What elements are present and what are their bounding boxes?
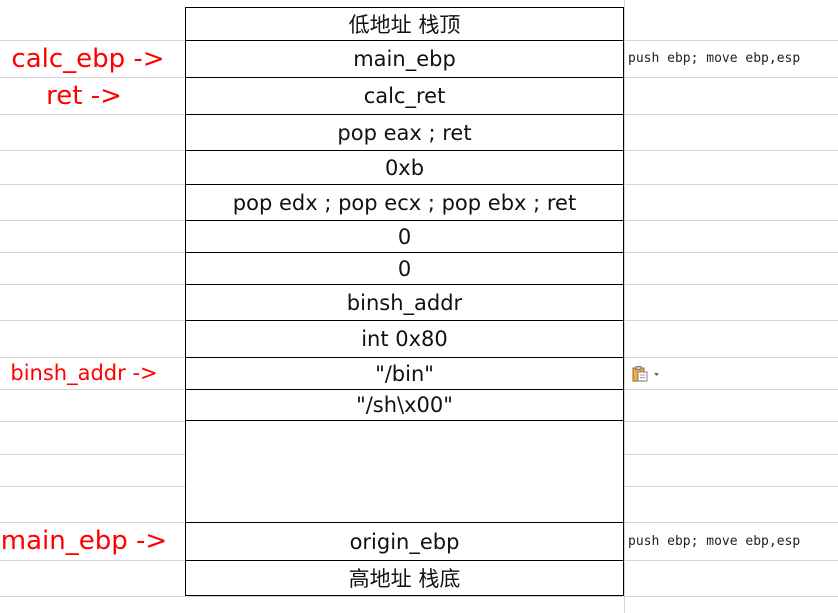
stack-cell-sh-string[interactable]: "/sh\x00" — [185, 389, 624, 421]
stack-cell-empty[interactable] — [185, 421, 624, 522]
stack-cell-0xb[interactable]: 0xb — [185, 150, 624, 184]
pointer-calc-ebp: calc_ebp -> — [11, 43, 165, 74]
stack-cell-pop-eax[interactable]: pop eax ; ret — [185, 114, 624, 150]
clipboard-icon — [632, 366, 659, 382]
grid-column-line — [624, 0, 625, 613]
grid-line — [0, 596, 838, 597]
note-prologue-bottom: push ebp; move ebp,esp — [628, 533, 801, 549]
stack-cell-zero-1[interactable]: 0 — [185, 220, 624, 252]
pointer-binsh-addr: binsh_addr -> — [10, 361, 158, 385]
stack-cell-main-ebp[interactable]: main_ebp — [185, 40, 624, 77]
stack-cell-pop-edx-ecx-ebx[interactable]: pop edx ; pop ecx ; pop ebx ; ret — [185, 184, 624, 220]
stack-cell-bin-string[interactable]: "/bin" — [185, 357, 624, 389]
stack-cell-binsh-addr[interactable]: binsh_addr — [185, 284, 624, 320]
note-prologue-top: push ebp; move ebp,esp — [628, 51, 801, 66]
stack-cell-zero-2[interactable]: 0 — [185, 252, 624, 284]
pointer-main-ebp: main_ebp -> — [0, 526, 168, 556]
stack-cell-calc-ret[interactable]: calc_ret — [185, 77, 624, 114]
stack-cell-int-0x80[interactable]: int 0x80 — [185, 320, 624, 357]
stack-cell-high-address-bottom[interactable]: 高地址 栈底 — [185, 560, 624, 596]
paste-options-icon[interactable] — [632, 366, 662, 382]
stack-cell-low-address-top[interactable]: 低地址 栈顶 — [185, 7, 624, 40]
stack-cell-origin-ebp[interactable]: origin_ebp — [185, 522, 624, 560]
pointer-ret: ret -> — [46, 80, 122, 111]
